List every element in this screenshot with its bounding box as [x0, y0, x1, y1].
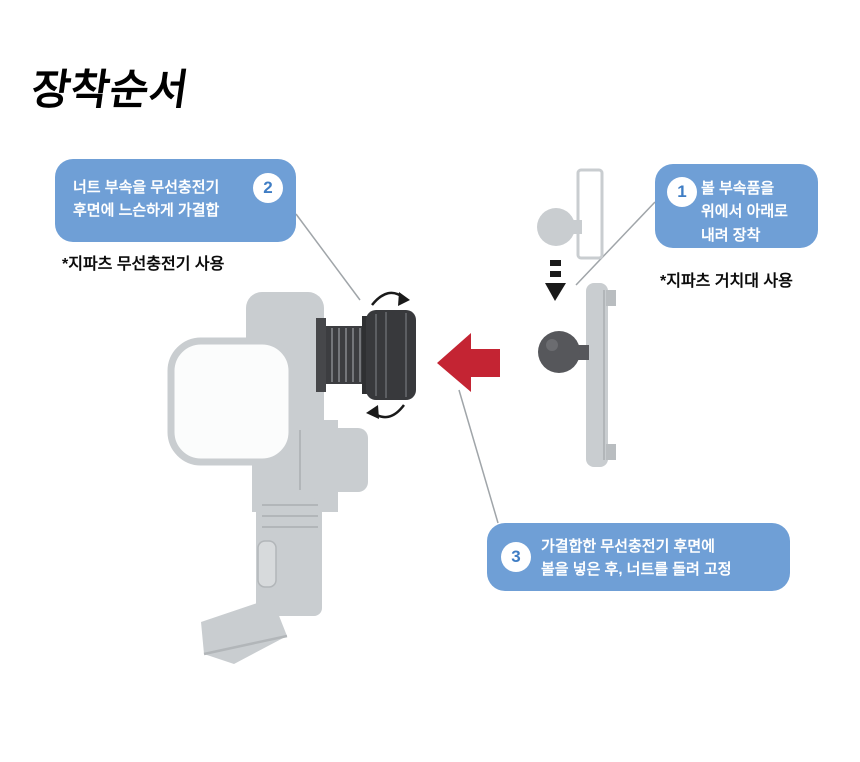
ball-accessory-part	[537, 208, 582, 246]
step-3-number: 3	[511, 546, 521, 566]
nut-part	[316, 310, 416, 400]
mount-plate-part	[586, 283, 608, 467]
step-2-note: *지파츠 무선충전기 사용	[62, 256, 225, 273]
connector-line-step3	[458, 389, 499, 524]
ball-joint-part	[538, 331, 589, 373]
insert-down-arrow-icon	[545, 260, 566, 301]
step-3-text: 가결합한 무선충전기 후면에 볼을 넣은 후, 너트를 돌려 고정	[541, 538, 732, 579]
step-1-callout: 1 볼 부속품을 위에서 아래로 내려 장착	[655, 164, 818, 248]
ball-mount-illustration	[537, 168, 616, 467]
step-1-number: 1	[677, 181, 687, 201]
rotation-arrow-top-icon	[371, 291, 410, 306]
step-2-number-badge: 2	[253, 173, 283, 203]
step-3-callout: 3 가결합한 무선충전기 후면에 볼을 넣은 후, 너트를 돌려 고정	[487, 523, 790, 591]
red-left-arrow-icon	[437, 333, 500, 392]
connector-lines	[295, 201, 656, 524]
connector-line-step2	[295, 213, 361, 301]
side-button-part	[257, 540, 277, 588]
step-3-number-badge: 3	[501, 542, 531, 572]
step-2-callout: 너트 부속을 무선충전기 후면에 느슨하게 가결합 2	[55, 159, 296, 242]
step-1-number-badge: 1	[667, 177, 697, 207]
step-2-number: 2	[263, 177, 273, 197]
connector-line-step1	[575, 201, 656, 286]
step-1-note: *지파츠 거치대 사용	[660, 273, 793, 290]
step-1-text: 볼 부속품을 위에서 아래로 내려 장착	[701, 180, 788, 244]
mount-foot-part	[201, 598, 287, 664]
charging-pad-part	[167, 337, 296, 466]
wireless-charger-illustration	[167, 292, 368, 664]
accessory-plate-part	[576, 168, 604, 260]
rotation-arrow-bottom-icon	[366, 404, 405, 419]
step-2-text: 너트 부속을 무선충전기 후면에 느슨하게 가결합	[73, 179, 220, 220]
